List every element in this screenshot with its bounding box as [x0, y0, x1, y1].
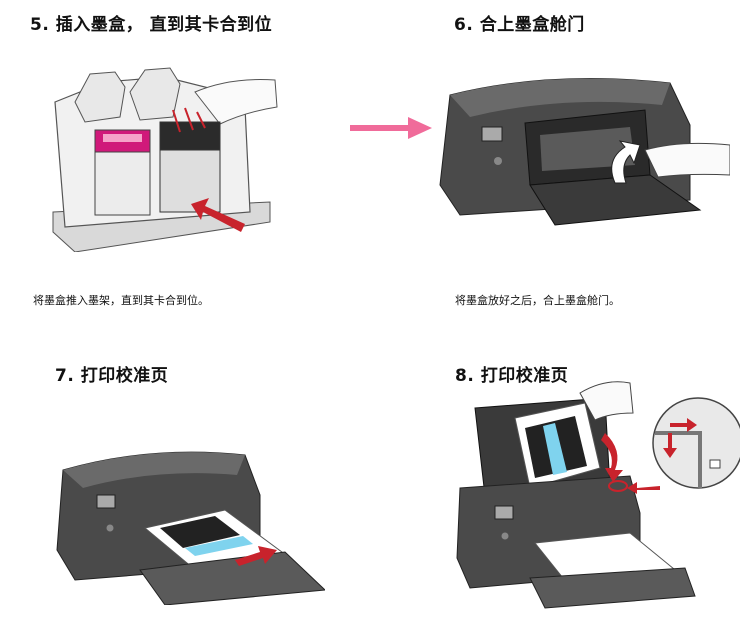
step-5-heading: 插入墨盒， 直到其卡合到位 [55, 15, 273, 35]
step-6-caption: 将墨盒放好之后，合上墨盒舱门。 [455, 294, 620, 307]
step-7-heading: 打印校准页 [80, 366, 169, 386]
step-5-caption: 将墨盒推入墨架，直到其卡合到位。 [33, 294, 209, 307]
step-7-title: 7. 打印校准页 [55, 361, 168, 386]
step-8-heading: 打印校准页 [480, 366, 569, 386]
step-7-number: 7. [55, 366, 75, 386]
step-8-number: 8. [455, 366, 475, 386]
black-cartridge [159, 107, 221, 213]
next-step-arrow [350, 117, 432, 139]
step-5-number: 5. [30, 15, 50, 35]
step-6-title: 6. 合上墨盒舱门 [454, 10, 585, 35]
paper-out-arrow [235, 546, 277, 566]
push-arrow [191, 198, 245, 232]
step-5-illustration [45, 62, 280, 252]
step-8-illustration [455, 378, 740, 610]
step-6-heading: 合上墨盒舱门 [479, 15, 585, 35]
corner-inset [652, 397, 740, 489]
tricolor-cartridge [94, 129, 151, 216]
step-6-illustration [430, 65, 730, 230]
place-face-down-arrow [601, 433, 623, 482]
corner-highlight-ring [608, 480, 628, 492]
step-7-illustration [55, 440, 325, 605]
close-door-arrow [611, 140, 641, 184]
step-6-number: 6. [454, 15, 474, 35]
step-8-title: 8. 打印校准页 [455, 361, 568, 386]
corner-pointer-arrow [627, 482, 660, 494]
step-5-title: 5. 插入墨盒， 直到其卡合到位 [30, 10, 272, 35]
